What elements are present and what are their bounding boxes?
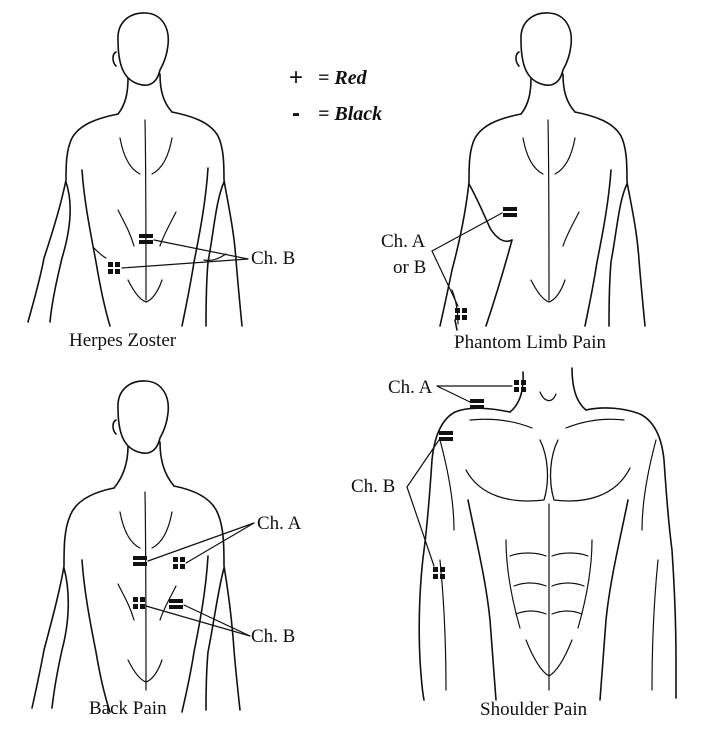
back-channel-a-label: Ch. A	[257, 513, 302, 534]
figure-back-pain	[31, 380, 255, 713]
phantom-channel-label-line1: Ch. A	[381, 231, 426, 252]
back-pain-caption: Back Pain	[89, 698, 167, 719]
shoulder-pain-caption: Shoulder Pain	[480, 699, 588, 720]
minus-symbol: -	[292, 100, 300, 127]
plus-symbol: +	[288, 64, 303, 91]
legend-negative: - = Black	[288, 100, 382, 128]
legend-positive-text: = Red	[318, 66, 367, 89]
legend-negative-text: = Black	[318, 102, 383, 125]
phantom-limb-caption: Phantom Limb Pain	[454, 332, 606, 353]
herpes-zoster-caption: Herpes Zoster	[69, 330, 177, 351]
shoulder-channel-b-label: Ch. B	[351, 476, 396, 497]
figure-shoulder-pain	[406, 367, 677, 701]
figure-herpes-zoster	[27, 12, 249, 327]
herpes-channel-b-label: Ch. B	[251, 248, 296, 269]
legend-positive: + = Red	[288, 64, 367, 92]
phantom-channel-label-line2: or B	[393, 257, 427, 278]
shoulder-channel-a-label: Ch. A	[388, 377, 433, 398]
back-channel-b-label: Ch. B	[251, 626, 296, 647]
figure-phantom-limb	[431, 12, 646, 331]
